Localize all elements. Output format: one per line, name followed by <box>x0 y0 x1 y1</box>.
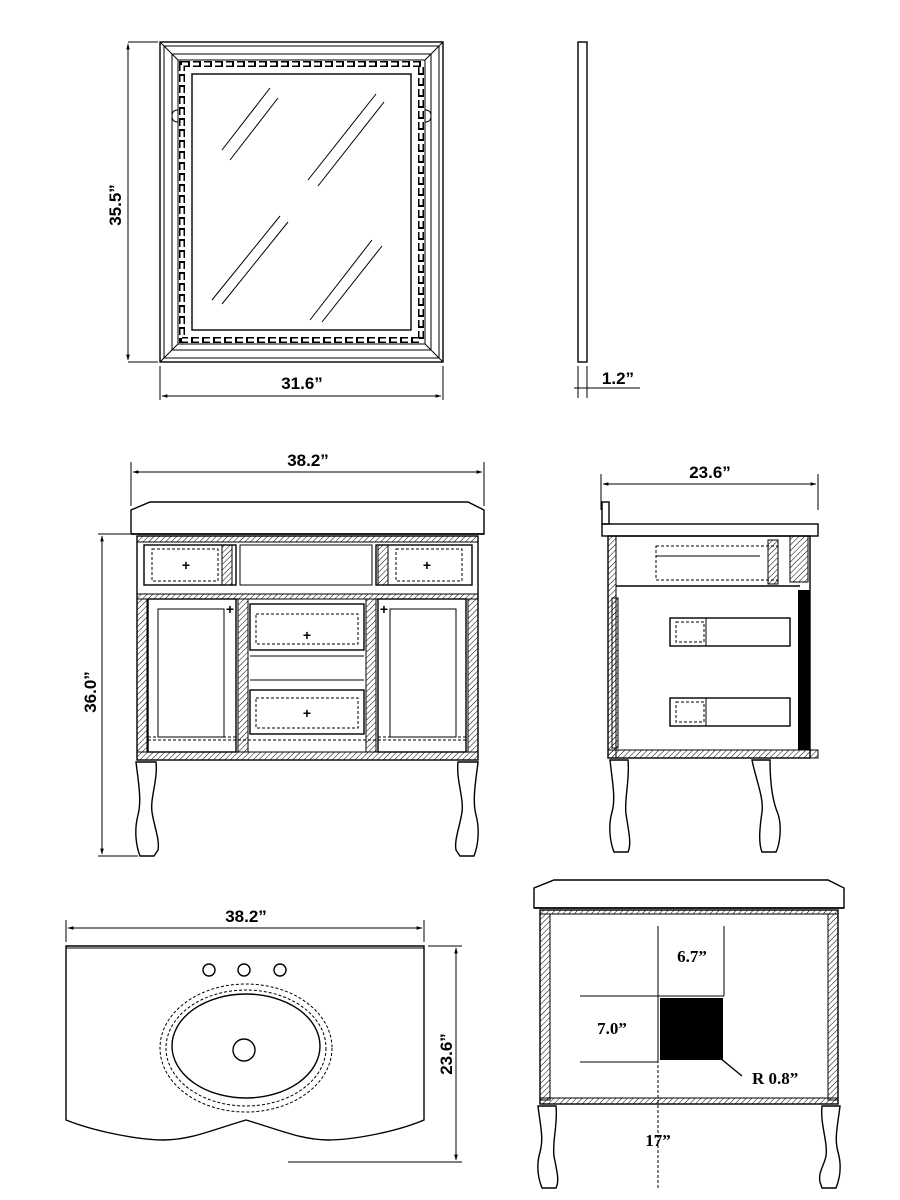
glass-reflection-lines <box>211 87 385 323</box>
cutout-left-label: 7.0” <box>597 1019 627 1038</box>
knob-icon: + <box>380 601 388 617</box>
faucet-hole-right <box>273 963 287 977</box>
cutout-bottom-label: 17” <box>645 1131 671 1150</box>
side-leg-front <box>609 759 631 853</box>
cabinet-door-right[interactable] <box>377 598 467 753</box>
back-leg-left <box>537 1105 559 1189</box>
mirror-outer-frame <box>159 41 444 363</box>
vanity-back-view: 6.7” 7.0” R 0.8” 17” <box>533 879 845 1190</box>
mirror-glass <box>191 73 412 331</box>
drawer-center-lower[interactable] <box>249 689 365 735</box>
knob-icon: + <box>226 601 234 617</box>
open-shelf <box>239 544 373 586</box>
basin-rim <box>159 983 333 1113</box>
vanity-width-label: 38.2” <box>287 451 329 470</box>
hanging-hook-right <box>424 109 432 123</box>
mirror-front-view: 35.5” 31.6” <box>106 41 444 400</box>
countertop-back <box>533 879 845 909</box>
mirror-side-view: 1.2” <box>574 41 640 398</box>
faucet-hole-center <box>237 963 251 977</box>
countertop-front <box>130 501 485 535</box>
basin-bowl <box>171 993 321 1099</box>
countertop-top-view: 38.2” 23.6” <box>65 907 462 1163</box>
top-depth-label: 23.6” <box>437 1033 456 1075</box>
vanity-front-view: 38.2” + + + + + <box>81 451 485 857</box>
side-leg-back <box>751 759 781 853</box>
mirror-depth-label: 1.2” <box>602 369 634 388</box>
vanity-depth-label: 23.6” <box>689 463 731 482</box>
drawer-center-upper[interactable] <box>249 603 365 651</box>
knob-icon: + <box>182 557 190 573</box>
cabinet-side-body <box>607 535 811 759</box>
drawer-top-right[interactable] <box>375 544 473 586</box>
cutout-top-label: 6.7” <box>677 947 707 966</box>
cutout-radius-label: R 0.8” <box>752 1069 798 1088</box>
countertop-outline <box>65 945 425 1141</box>
top-width-label: 38.2” <box>225 907 267 926</box>
knob-icon: + <box>303 705 311 721</box>
cabriole-leg-left <box>135 761 160 857</box>
drawer-box-upper <box>655 545 779 581</box>
drawer-top-left[interactable] <box>143 544 237 586</box>
faucet-hole-left <box>202 963 216 977</box>
mirror-height-label: 35.5” <box>106 184 125 226</box>
drawer-slide-upper <box>669 617 791 647</box>
vanity-height-label: 36.0” <box>81 671 100 713</box>
plumbing-cutout <box>660 998 723 1060</box>
mirror-bead-ornament <box>179 61 424 343</box>
cabinet-door-left[interactable] <box>147 598 237 753</box>
backsplash <box>601 501 610 525</box>
hanging-hook-left <box>171 109 179 123</box>
mirror-width-label: 31.6” <box>281 374 323 393</box>
mirror-side-profile <box>577 41 588 363</box>
drain-hole <box>232 1038 256 1062</box>
cabriole-leg-right <box>454 761 479 857</box>
countertop-side <box>601 523 819 537</box>
knob-icon: + <box>303 627 311 643</box>
drawer-slide-lower <box>669 697 791 727</box>
vanity-side-view: 23.6” <box>600 463 819 853</box>
knob-icon: + <box>423 557 431 573</box>
back-leg-right <box>818 1105 841 1189</box>
